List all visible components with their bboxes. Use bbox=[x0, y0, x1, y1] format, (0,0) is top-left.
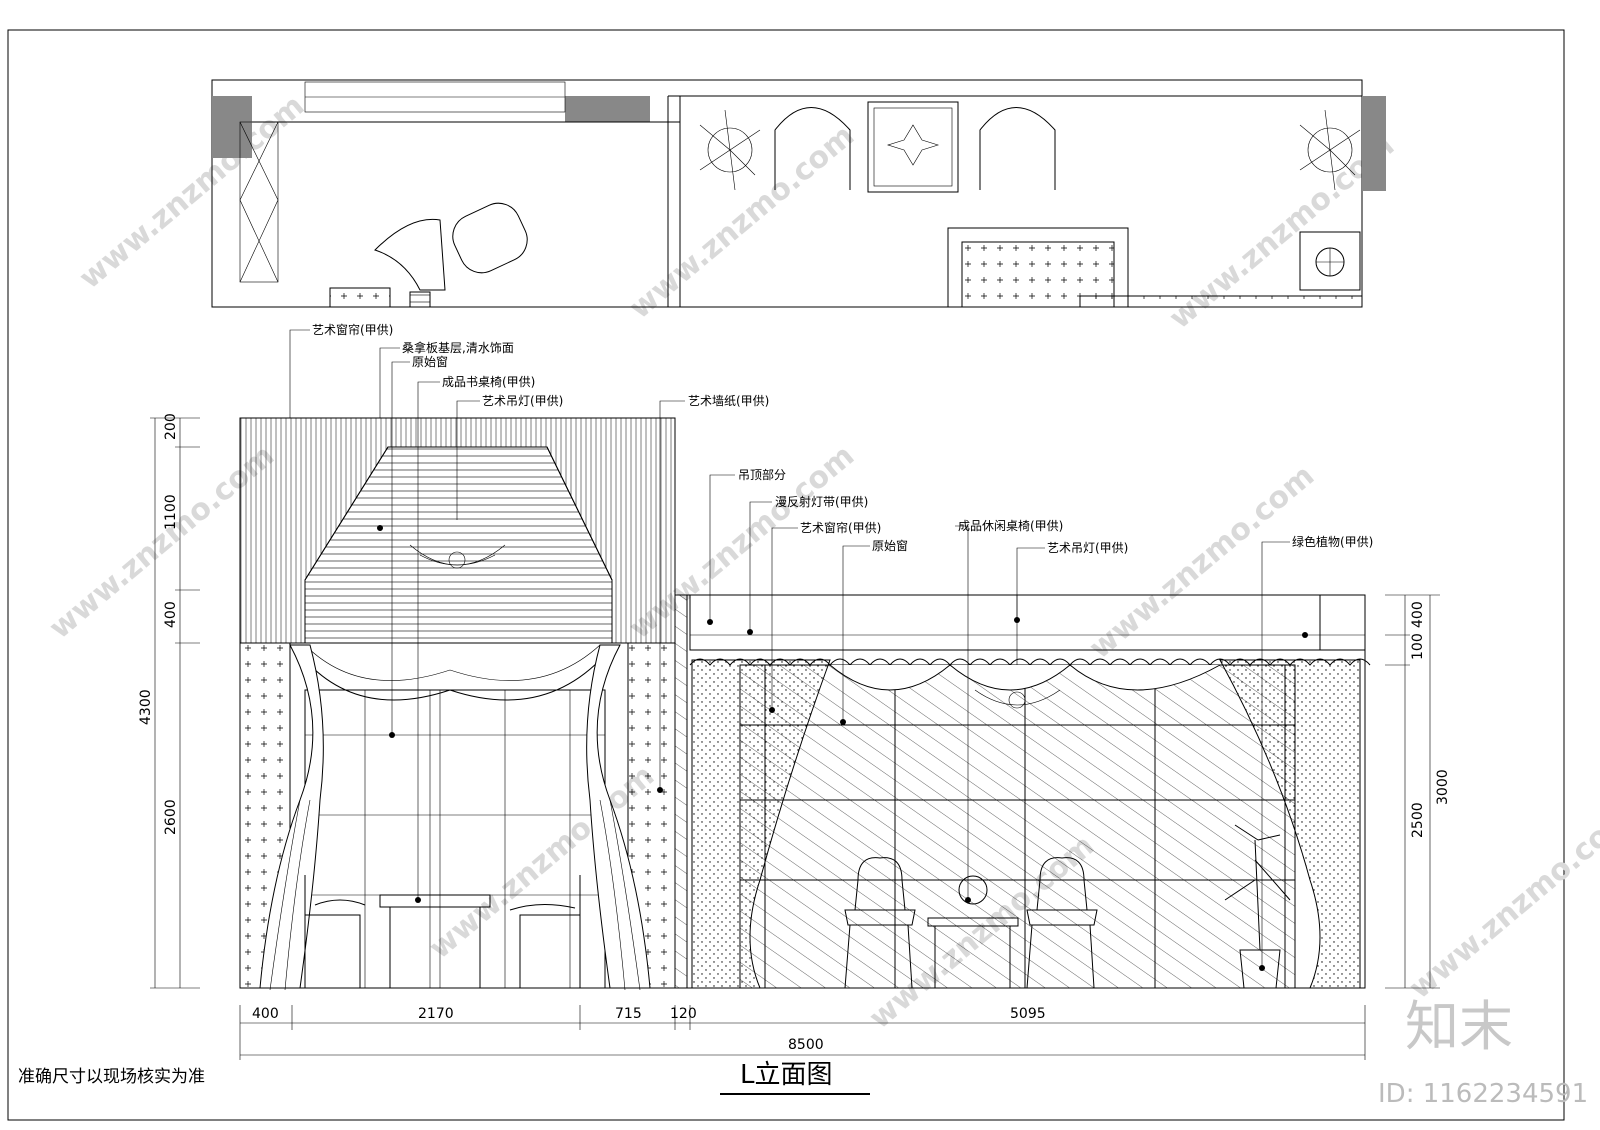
svg-text:3000: 3000 bbox=[1435, 769, 1451, 805]
callout-window-2: 原始窗 bbox=[872, 539, 908, 553]
callout-wallpaper: 艺术墙纸(甲供) bbox=[688, 394, 769, 408]
callouts-right: 吊顶部分 漫反射灯带(甲供) 艺术窗帘(甲供) 原始窗 成品休闲桌椅(甲供) 艺… bbox=[709, 467, 1373, 968]
callout-ceiling: 吊顶部分 bbox=[738, 467, 786, 482]
callout-chandelier-2: 艺术吊灯(甲供) bbox=[1047, 541, 1128, 555]
sheet-border bbox=[7, 29, 1565, 1121]
callout-desk: 成品书桌椅(甲供) bbox=[442, 375, 535, 389]
brand-logo: 知末 bbox=[1405, 995, 1513, 1058]
callout-plant: 绿色植物(甲供) bbox=[1292, 534, 1373, 549]
svg-text:www.znzmo.com: www.znzmo.com bbox=[73, 88, 311, 296]
svg-text:1100: 1100 bbox=[163, 494, 179, 530]
dims-left: 200 1100 400 2600 4300 bbox=[138, 413, 200, 989]
callout-sauna-board: 桑拿板基层,清水饰面 bbox=[402, 340, 514, 355]
callout-window: 原始窗 bbox=[412, 355, 448, 369]
svg-text:4300: 4300 bbox=[138, 689, 154, 725]
svg-text:8500: 8500 bbox=[788, 1037, 824, 1053]
dims-right: 400 100 2500 3000 bbox=[1385, 594, 1451, 989]
svg-text:5095: 5095 bbox=[1010, 1006, 1046, 1022]
svg-text:120: 120 bbox=[670, 1006, 697, 1022]
svg-text:www.znzmo.com: www.znzmo.com bbox=[623, 118, 861, 326]
drawing-title: L立面图 bbox=[740, 1060, 833, 1090]
dims-bottom: 400 2170 715 120 5095 8500 bbox=[239, 1005, 1366, 1060]
svg-text:2170: 2170 bbox=[418, 1006, 454, 1022]
svg-text:100: 100 bbox=[1410, 633, 1426, 660]
callouts-left: 艺术窗帘(甲供) 桑拿板基层,清水饰面 原始窗 成品书桌椅(甲供) 艺术吊灯(甲… bbox=[289, 322, 769, 900]
callout-curtain: 艺术窗帘(甲供) bbox=[312, 322, 393, 337]
svg-text:715: 715 bbox=[615, 1006, 642, 1022]
svg-text:200: 200 bbox=[163, 413, 179, 440]
left-elevation bbox=[239, 417, 676, 991]
svg-text:2600: 2600 bbox=[163, 799, 179, 835]
svg-text:400: 400 bbox=[252, 1006, 279, 1022]
floor-plan bbox=[211, 79, 1386, 308]
callout-curtain-2: 艺术窗帘(甲供) bbox=[800, 520, 881, 535]
svg-text:400: 400 bbox=[1410, 601, 1426, 628]
callout-chandelier: 艺术吊灯(甲供) bbox=[482, 394, 563, 408]
svg-text:2500: 2500 bbox=[1410, 802, 1426, 838]
callout-lounge-chairs: 成品休闲桌椅(甲供) bbox=[958, 519, 1063, 533]
id-label: ID: 1162234591 bbox=[1378, 1079, 1588, 1109]
callout-light-strip: 漫反射灯带(甲供) bbox=[775, 494, 868, 509]
right-elevation bbox=[674, 594, 1371, 989]
svg-text:www.znzmo.com: www.znzmo.com bbox=[1403, 798, 1600, 1006]
site-verify-note: 准确尺寸以现场核实为准 bbox=[18, 1067, 205, 1087]
svg-text:400: 400 bbox=[163, 601, 179, 628]
